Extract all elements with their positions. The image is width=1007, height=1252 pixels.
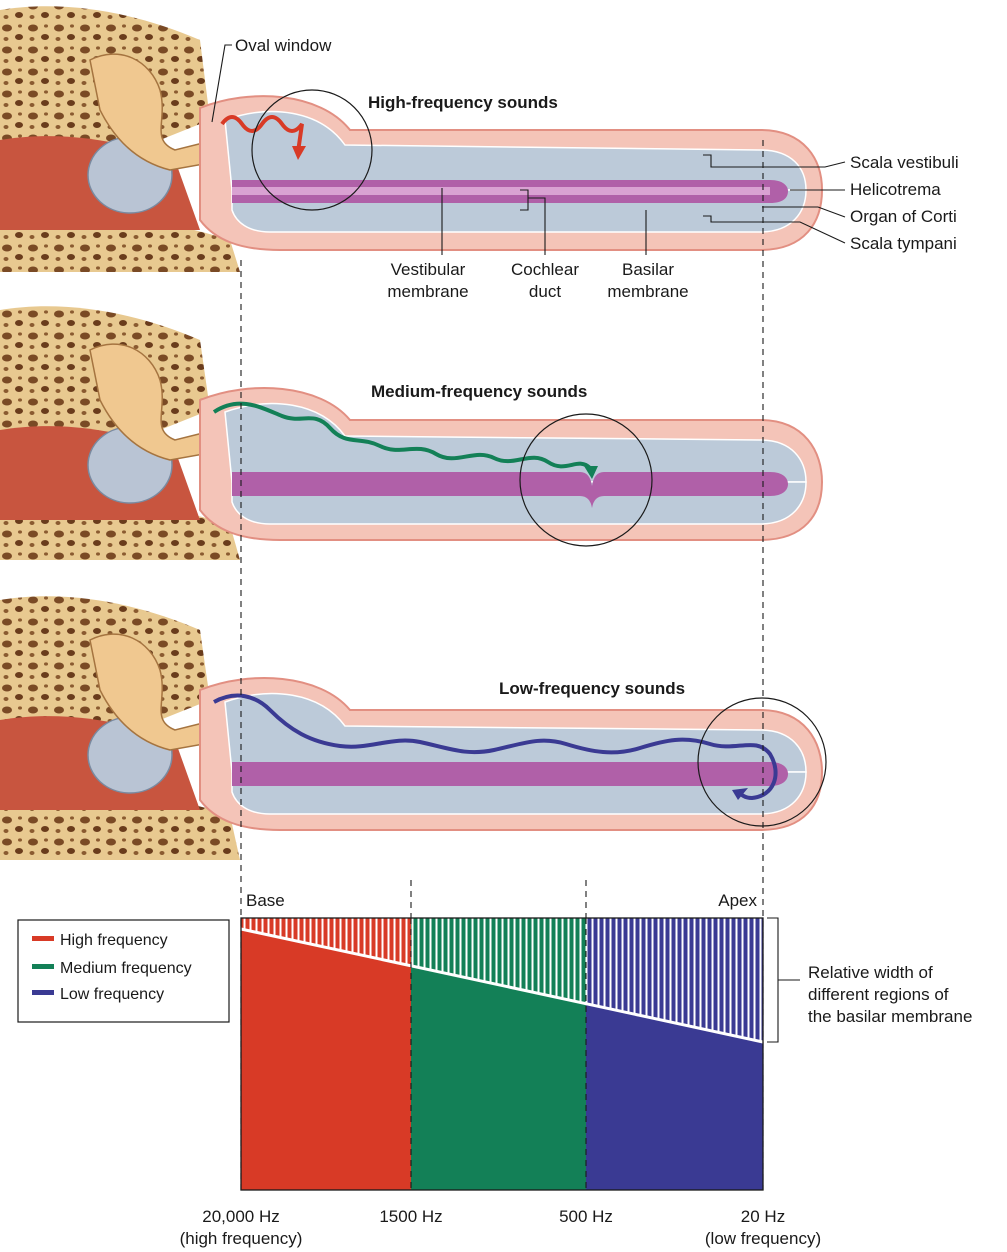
legend: High frequency Medium frequency Low freq… (18, 920, 229, 1022)
label-basilar-membrane-line2: membrane (607, 282, 688, 301)
tick-label-20000-hz: 20,000 Hz (202, 1207, 280, 1226)
legend-swatch-low (32, 990, 54, 995)
apex-label: Apex (718, 891, 757, 910)
legend-swatch-medium (32, 964, 54, 969)
legend-label-medium: Medium frequency (60, 960, 192, 977)
high-frequency-region (241, 929, 411, 1190)
legend-label-high: High frequency (60, 932, 168, 949)
label-cochlear-duct-line1: Cochlear (511, 260, 579, 279)
tick-label-500-hz: 500 Hz (559, 1207, 613, 1226)
panel-title-medium: Medium-frequency sounds (371, 382, 587, 401)
panel-medium-frequency (0, 306, 822, 560)
organ-of-corti-stripe (232, 187, 770, 195)
tick-sublabel-high-frequency: (high frequency) (180, 1229, 303, 1248)
panel-title-high: High-frequency sounds (368, 93, 558, 112)
label-scala-tympani: Scala tympani (850, 234, 957, 253)
panel-high-frequency (0, 6, 822, 272)
label-helicotrema: Helicotrema (850, 180, 941, 199)
scala-vestibuli (225, 694, 806, 772)
width-note-line1: Relative width of (808, 963, 933, 982)
label-organ-of-corti: Organ of Corti (850, 207, 957, 226)
tick-label-1500-hz: 1500 Hz (379, 1207, 442, 1226)
label-oval-window: Oval window (235, 36, 332, 55)
scala-vestibuli (225, 404, 806, 482)
tick-sublabel-low-frequency: (low frequency) (705, 1229, 821, 1248)
label-scala-vestibuli: Scala vestibuli (850, 153, 959, 172)
basilar-membrane (232, 762, 788, 786)
medium-frequency-region (411, 966, 586, 1190)
label-cochlear-duct-line2: duct (529, 282, 561, 301)
label-vestibular-membrane-line2: membrane (387, 282, 468, 301)
width-note-line2: different regions of (808, 985, 949, 1004)
panel-title-low: Low-frequency sounds (499, 679, 685, 698)
tick-label-20-hz: 20 Hz (741, 1207, 785, 1226)
width-note-line3: the basilar membrane (808, 1007, 972, 1026)
base-label: Base (246, 891, 285, 910)
panel-low-frequency (0, 596, 826, 860)
legend-swatch-high (32, 936, 54, 941)
label-vestibular-membrane-line1: Vestibular (391, 260, 466, 279)
label-basilar-membrane-line1: Basilar (622, 260, 674, 279)
basilar-width-chart: Base Apex Relative width of different re… (18, 891, 972, 1248)
width-bracket (767, 918, 800, 1042)
legend-label-low: Low frequency (60, 986, 164, 1003)
scala-vestibuli (225, 112, 806, 190)
